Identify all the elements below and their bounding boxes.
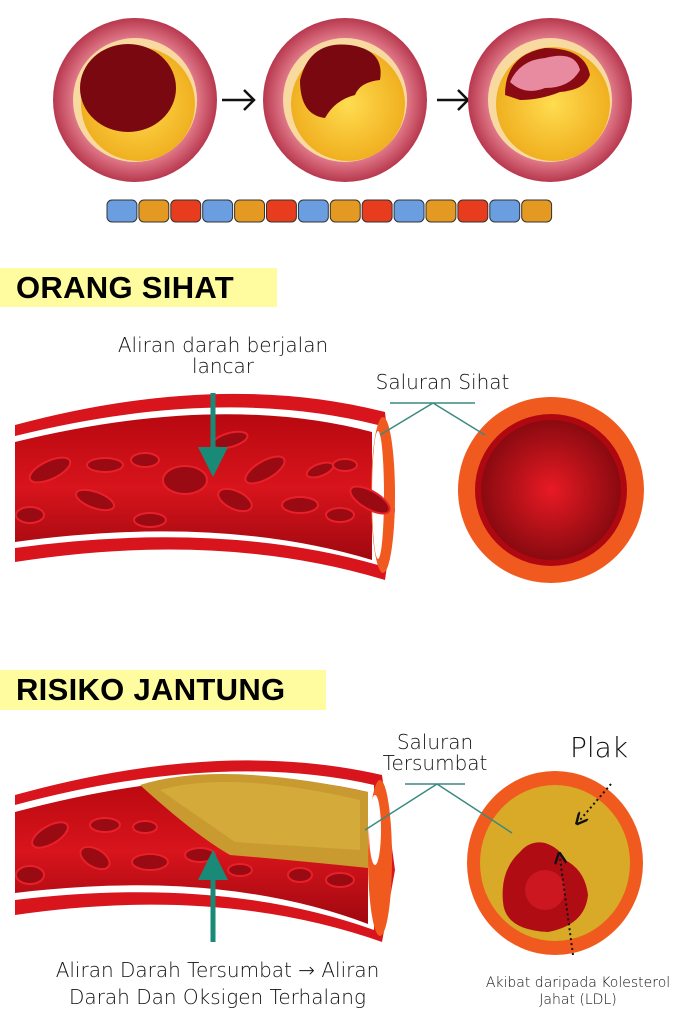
chain-segment bbox=[393, 199, 425, 223]
chain-segment bbox=[234, 199, 266, 223]
arrow-icon bbox=[222, 89, 256, 111]
healthy-vessel-label: Saluran Sihat bbox=[375, 370, 510, 394]
artery-stage-rupture bbox=[468, 18, 632, 182]
healthy-heading: ORANG SIHAT bbox=[0, 268, 277, 307]
ldl-cause-label: Akibat daripada Kolesterol Jahat (LDL) bbox=[485, 975, 671, 1008]
blocked-vessel bbox=[15, 760, 395, 942]
chain-segment bbox=[489, 199, 521, 223]
plaque-label: Plak bbox=[570, 731, 629, 764]
healthy-cross-section bbox=[458, 397, 644, 583]
blocked-vessel-label: Saluran Tersumbat bbox=[382, 730, 488, 775]
artery-stage-plaque bbox=[263, 18, 427, 182]
risk-heading: RISIKO JANTUNG bbox=[0, 670, 326, 710]
artery-stage-healthy bbox=[53, 18, 217, 182]
chain-segment bbox=[521, 199, 553, 223]
chain-segment bbox=[170, 199, 202, 223]
arrow-icon bbox=[437, 89, 470, 111]
chain-segment bbox=[106, 199, 138, 223]
leader-line bbox=[379, 402, 486, 436]
ldl-pointer-icon bbox=[560, 858, 574, 956]
chain-segment bbox=[266, 199, 297, 223]
healthy-flow-label: Aliran darah berjalan lancar bbox=[117, 333, 329, 378]
chain-segment bbox=[457, 199, 489, 223]
particle-chain bbox=[106, 199, 553, 223]
chain-segment bbox=[297, 199, 329, 223]
healthy-vessel bbox=[15, 393, 395, 580]
blocked-cross-section bbox=[467, 771, 643, 955]
blocked-flow-label: Aliran Darah Tersumbat → Aliran Darah Da… bbox=[55, 958, 380, 1009]
chain-segment bbox=[138, 199, 170, 223]
chain-segment bbox=[425, 199, 457, 223]
chain-segment bbox=[361, 199, 393, 223]
chain-segment bbox=[329, 199, 361, 223]
leader-line bbox=[364, 783, 513, 834]
chain-segment bbox=[202, 199, 234, 223]
